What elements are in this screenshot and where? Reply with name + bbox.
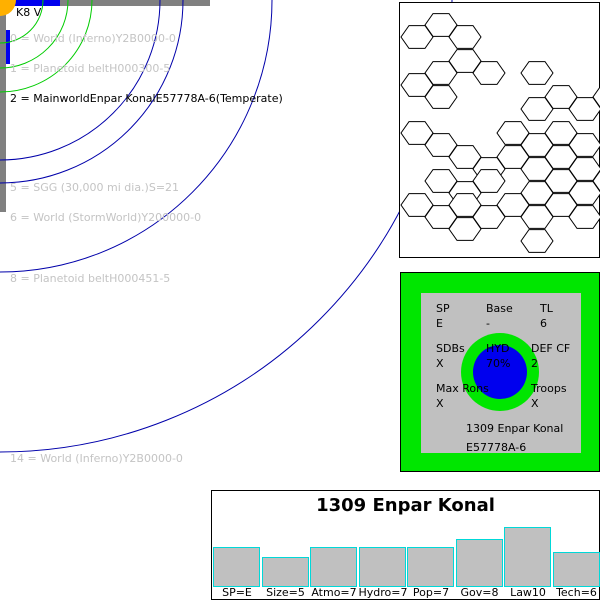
uwp-bar-label: Gov=8 [460,586,499,599]
hex-cell[interactable] [448,217,482,241]
hex-cell[interactable] [472,61,506,85]
uwp-bar [552,552,600,587]
base-value: - [486,317,490,330]
orbit-label-8[interactable]: 8 = Planetoid beltH000451-5 [10,272,171,285]
orbit-label-5[interactable]: 5 = SGG (30,000 mi dia.)S=21 [10,181,180,194]
orbit-label-0[interactable]: 0 = World (Inferno)Y2B0000-0 [10,32,176,45]
uwp-chart-title: 1309 Enpar Konal [316,495,495,516]
uwp-bar-label: Size=5 [266,586,305,599]
orbit-2[interactable] [0,0,93,93]
world-info-inner: SP E Base - TL 6 SDBs X HYD 70% DEF CF 2… [421,293,581,454]
uwp-bar-label: Hydro=7 [358,586,408,599]
sp-value: E [436,317,443,330]
hex-cell[interactable] [448,25,482,49]
def-label: DEF CF [531,342,571,355]
hex-cell[interactable] [592,86,600,109]
star-label: K8 V [16,6,42,19]
uwp-bar [310,547,357,587]
uwp-bar-label: SP=E [222,586,252,599]
uwp-bar [261,557,309,587]
hex-map [400,13,600,253]
base-label: Base [486,302,513,315]
hex-cell[interactable] [568,133,600,157]
hyd-label: HYD [486,342,510,355]
orbit-label-1[interactable]: 1 = Planetoid beltH000300-5 [10,62,171,75]
hex-cell[interactable] [568,205,600,229]
frame-marker-top [6,0,60,6]
sdbs-value: X [436,357,444,370]
uwp-bar-label: Law10 [510,586,546,599]
def-value: 2 [531,357,538,370]
uwp-bar [504,527,551,587]
uwp-bar-label: Atmo=7 [311,586,357,599]
hex-cell[interactable] [520,61,554,85]
frame-bar-left [0,0,6,212]
uwp-bar-label: Pop=7 [412,586,450,599]
world-info-panel: SP E Base - TL 6 SDBs X HYD 70% DEF CF 2… [400,272,600,472]
maxrons-label: Max Rons [436,382,489,395]
star-icon[interactable] [0,0,16,16]
hex-cell[interactable] [472,169,506,193]
orbit-label-2[interactable]: 2 = MainworldEnpar KonalE57778A-6(Temper… [10,92,283,105]
hyd-value: 70% [486,357,511,370]
world-uwp: E57778A-6 [466,441,527,454]
uwp-bar [213,547,260,587]
hex-cell[interactable] [520,229,554,253]
planet-icon [473,345,527,399]
frame-bar-top [0,0,210,6]
uwp-bar-label: Tech=6 [556,586,597,599]
frame-marker-left [6,30,10,64]
uwp-bar [407,547,454,587]
uwp-bar [455,539,503,587]
hex-map-panel [399,2,600,258]
troops-value: X [531,397,539,410]
world-name: 1309 Enpar Konal [466,422,564,435]
orbit-label-14[interactable]: 14 = World (Inferno)Y2B0000-0 [10,452,183,465]
sp-label: SP [436,302,450,315]
tl-label: TL [540,302,553,315]
hex-cell[interactable] [424,85,458,109]
hex-cell[interactable] [592,170,600,193]
maxrons-value: X [436,397,444,410]
orbit-label-6[interactable]: 6 = World (StormWorld)Y200000-0 [10,211,202,224]
sdbs-label: SDBs [436,342,465,355]
uwp-bar [358,547,406,587]
troops-label: Troops [531,382,567,395]
orbit-5[interactable] [0,0,161,161]
tl-value: 6 [540,317,547,330]
planet-ring [461,333,539,411]
